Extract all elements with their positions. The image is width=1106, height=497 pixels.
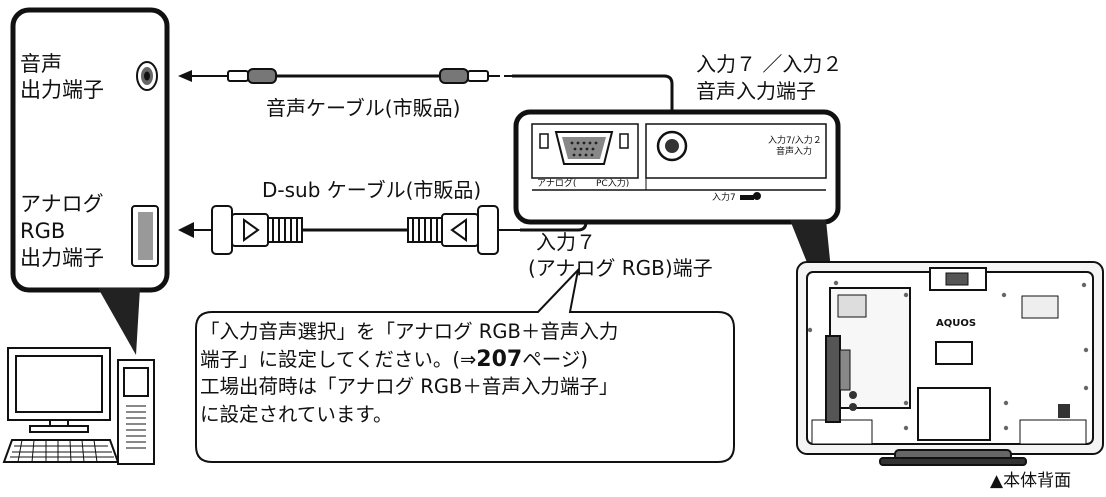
port-label-audio-line1: 入力7/入力２ [768,136,822,146]
audio-cable-label: 音声ケーブル(市販品) [266,96,461,120]
note-line4: に設定されています。 [200,402,393,426]
audio-out-label-line2: 出力端子 [20,78,104,102]
audio-in-callout-line1: 入力７ ／入力２ [696,52,843,76]
note-line2: 端子」に設定してください。(⇒207ページ) [200,346,724,374]
desktop-pc-illustration [2,347,155,465]
audio-out-jack [136,61,158,91]
port-label-analog: アナログ( [537,179,577,189]
audio-cable [178,68,512,84]
audio-route-arrow [512,74,674,126]
rgb-out-label-line3: 出力端子 [20,246,104,270]
rgb-out-label-line1: アナログ [20,192,104,216]
note-page-number: 207 [476,346,523,372]
note-line2-post: ページ) [522,347,588,371]
rgb-out-label-line2: RGB [20,219,66,243]
pc-panel-frame [10,7,170,293]
tv-back-illustration [796,261,1104,466]
rgb-in-callout-line2: (アナログ RGB)端子 [528,256,713,280]
pc-panel-pointer [98,288,140,355]
port-label-input7: 入力7 [712,193,736,203]
port-label-audio-line2: 音声入力 [776,147,813,157]
note-line1: 「入力音声選択」を「アナログ RGB＋音声入力 [200,320,619,343]
tv-back-caption: ▲本体背面 [990,471,1072,491]
tv-brand-logo: AQUOS [936,318,977,329]
audio-in-callout-line2: 音声入力端子 [696,79,816,103]
audio-out-label-line1: 音声 [20,52,62,76]
note-bubble [195,266,735,463]
note-line2-pre: 端子」に設定してください。(⇒ [200,347,477,371]
note-text: 「入力音声選択」を「アナログ RGB＋音声入力 端子」に設定してください。(⇒2… [200,318,724,428]
rgb-in-callout-line1: 入力７ [536,230,596,254]
tv-audio-in-jack [656,130,688,162]
dsub-cable [178,205,520,255]
lock-slot-icon [740,192,761,200]
note-line3: 工場出荷時は「アナログ RGB＋音声入力端子」 [200,375,619,398]
dsub-cable-label: D-sub ケーブル(市販品) [262,178,482,202]
rgb-out-port [131,205,159,267]
port-label-pc: PC入力) [596,179,630,189]
